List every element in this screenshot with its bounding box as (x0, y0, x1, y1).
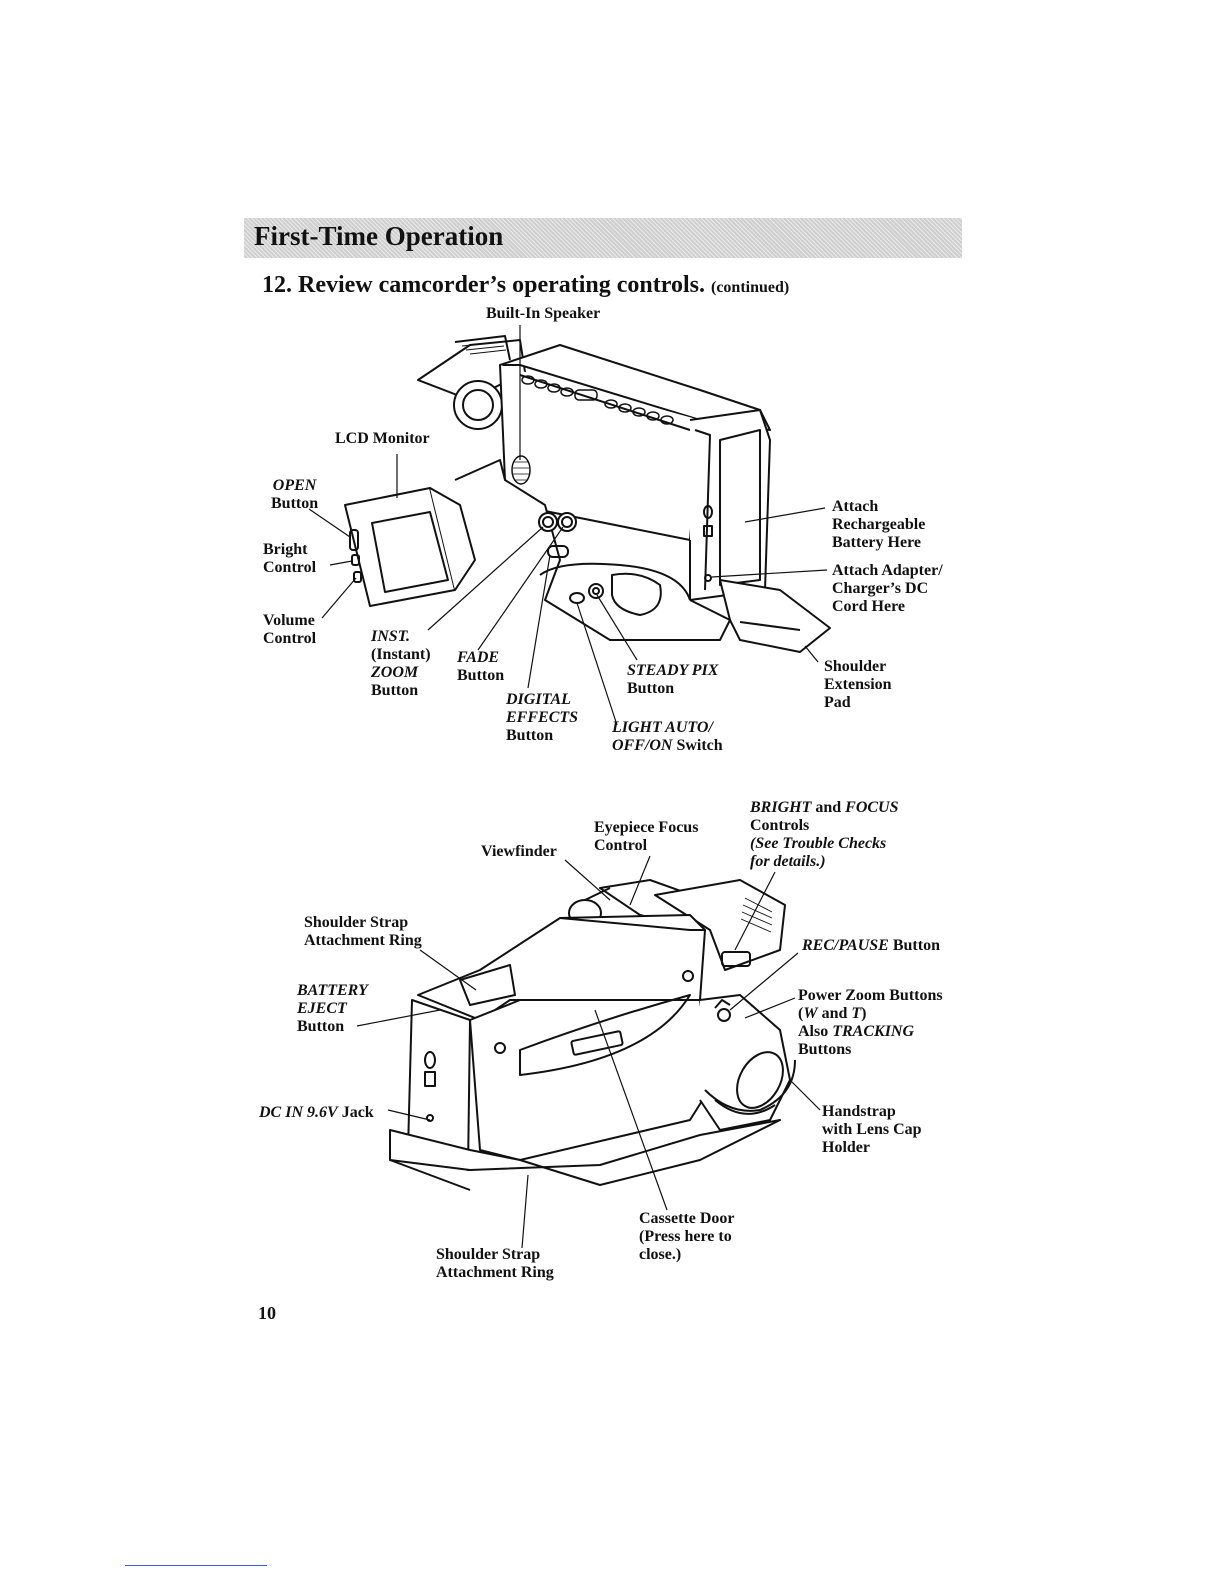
page-number: 10 (258, 1303, 276, 1323)
fade-name: FADE (457, 649, 500, 666)
label-bright-focus-controls: BRIGHT and FOCUS Controls (See Trouble C… (750, 799, 899, 871)
strap-top-line1: Shoulder Strap (304, 914, 409, 931)
volume-line1: Volume (263, 612, 315, 629)
handstrap-line2: with Lens Cap (822, 1121, 922, 1138)
cassette-line3: close.) (639, 1246, 682, 1263)
label-lcd-monitor: LCD Monitor (335, 430, 430, 447)
step-text: Review camcorder’s operating controls. (298, 272, 705, 298)
eyepiece-line2: Control (594, 837, 648, 854)
step-continued: (continued) (711, 279, 790, 296)
adapter-line1: Attach Adapter/ (832, 562, 943, 579)
adapter-line2: Charger’s DC (832, 580, 929, 597)
fade-suffix: Button (457, 667, 505, 684)
label-shoulder-extension-pad: Shoulder Extension Pad (824, 658, 892, 712)
pz-t: T (851, 1005, 862, 1022)
cassette-line2: (Press here to (639, 1228, 732, 1245)
strap-bottom-line1: Shoulder Strap (436, 1246, 541, 1263)
inst-line3: ZOOM (371, 664, 419, 681)
label-rec-pause-button: REC/PAUSE Button (802, 937, 940, 955)
bright-line1: Bright (263, 541, 308, 558)
label-open-button: OPEN Button (271, 477, 318, 513)
eject-line3: Button (297, 1018, 345, 1035)
rec-name: REC/PAUSE (802, 937, 889, 954)
step-heading: 12. Review camcorder’s operating control… (262, 272, 789, 299)
digital-line3: Button (506, 727, 554, 744)
eject-line2: EJECT (297, 1000, 347, 1017)
eject-line1: BATTERY (297, 982, 368, 999)
handstrap-line1: Handstrap (822, 1103, 896, 1120)
label-volume-control: Volume Control (263, 612, 316, 648)
digital-line2: EFFECTS (506, 709, 579, 726)
light-line1: LIGHT AUTO/ (612, 719, 713, 736)
label-built-in-speaker: Built-In Speaker (486, 305, 601, 322)
pad-line3: Pad (824, 694, 851, 711)
strap-bottom-line2: Attachment Ring (436, 1264, 554, 1281)
open-suffix: Button (271, 495, 319, 512)
pz-line1: Power Zoom Buttons (798, 987, 943, 1004)
handstrap-line3: Holder (822, 1139, 870, 1156)
bf-and: and (811, 799, 846, 816)
label-attach-adapter: Attach Adapter/ Charger’s DC Cord Here (832, 562, 943, 616)
strap-top-line2: Attachment Ring (304, 932, 422, 949)
volume-line2: Control (263, 630, 317, 647)
pz-also: Also (798, 1023, 833, 1040)
digital-line1: DIGITAL (506, 691, 571, 708)
section-title: First-Time Operation (254, 221, 504, 251)
pz-w: W (803, 1005, 818, 1022)
label-digital-effects-button: DIGITAL EFFECTS Button (506, 691, 578, 745)
label-attach-battery: Attach Rechargeable Battery Here (832, 498, 925, 552)
step-number: 12. (262, 272, 292, 298)
pad-line1: Shoulder (824, 658, 887, 675)
label-shoulder-strap-bottom: Shoulder Strap Attachment Ring (436, 1246, 554, 1282)
bf-line4: for details.) (750, 853, 826, 870)
cassette-line1: Cassette Door (639, 1210, 735, 1227)
bright-line2: Control (263, 559, 317, 576)
label-cassette-door: Cassette Door (Press here to close.) (639, 1210, 735, 1264)
label-viewfinder: Viewfinder (481, 843, 557, 860)
bf-focus: FOCUS (845, 799, 899, 816)
inst-line4: Button (371, 682, 419, 699)
pz-tracking: TRACKING (832, 1023, 915, 1040)
battery-line2: Rechargeable (832, 516, 926, 533)
dcin-name: DC IN 9.6V (259, 1104, 338, 1121)
label-fade-button: FADE Button (457, 649, 504, 685)
dcin-suffix: Jack (337, 1104, 374, 1121)
label-steady-pix-button: STEADY PIX Button (627, 662, 718, 698)
adapter-line3: Cord Here (832, 598, 906, 615)
battery-line3: Battery Here (832, 534, 921, 551)
inst-line1: INST. (371, 628, 410, 645)
label-light-switch: LIGHT AUTO/ OFF/ON Switch (612, 719, 723, 755)
steady-suffix: Button (627, 680, 675, 697)
eyepiece-line1: Eyepiece Focus (594, 819, 699, 836)
pz-and: and (817, 1005, 852, 1022)
bf-line3: (See Trouble Checks (750, 835, 887, 852)
inst-line2: (Instant) (371, 646, 431, 663)
label-inst-zoom-button: INST. (Instant) ZOOM Button (371, 628, 431, 700)
open-name: OPEN (272, 477, 317, 494)
steady-name: STEADY PIX (627, 662, 719, 679)
pad-line2: Extension (824, 676, 892, 693)
label-bright-control: Bright Control (263, 541, 316, 577)
light-line2-italic: OFF/ON (612, 737, 673, 754)
bf-bright: BRIGHT (750, 799, 812, 816)
label-shoulder-strap-top: Shoulder Strap Attachment Ring (304, 914, 422, 950)
label-power-zoom-buttons: Power Zoom Buttons (W and T) Also TRACKI… (798, 987, 943, 1059)
label-eyepiece-focus: Eyepiece Focus Control (594, 819, 698, 855)
bf-line2: Controls (750, 817, 810, 834)
label-battery-eject: BATTERY EJECT Button (297, 982, 368, 1036)
rec-suffix: Button (888, 937, 940, 954)
label-dc-in-jack: DC IN 9.6V Jack (259, 1104, 374, 1122)
label-handstrap: Handstrap with Lens Cap Holder (822, 1103, 922, 1157)
footnote-rule (125, 1565, 267, 1566)
battery-line1: Attach (832, 498, 879, 515)
pz-line4: Buttons (798, 1041, 852, 1058)
pz-line2: (W and T) (798, 1005, 867, 1022)
section-banner: First-Time Operation (244, 218, 962, 258)
light-line2-rest: Switch (672, 737, 723, 754)
